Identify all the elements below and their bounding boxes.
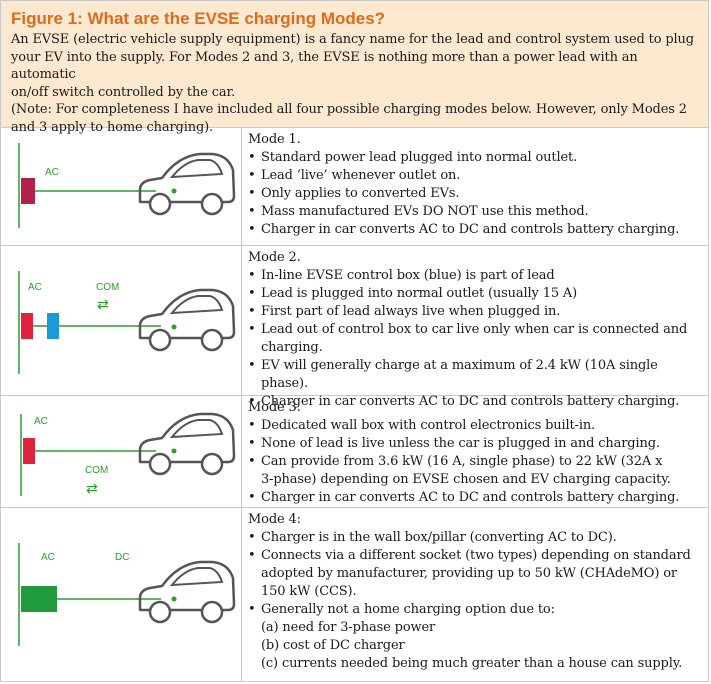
car-icon <box>138 288 236 352</box>
ac-outlet-block <box>21 313 33 339</box>
bullet-item: Connects via a different socket (two typ… <box>248 547 702 601</box>
mode-2-text: Mode 2. In-line EVSE control box (blue) … <box>248 249 702 411</box>
mode-3-bullets: Dedicated wall box with control electron… <box>248 417 702 507</box>
bullet-item: Can provide from 3.6 kW (16 A, single ph… <box>248 453 702 489</box>
mode-2-row: AC COM ⇄ Mode 2. In-line EVSE control bo… <box>1 246 708 411</box>
car-icon <box>138 412 236 476</box>
bullet-item: Standard power lead plugged into normal … <box>248 149 702 167</box>
car-icon <box>138 152 236 216</box>
dc-label: DC <box>115 552 129 563</box>
figure-title: Figure 1: What are the EVSE charging Mod… <box>11 9 386 28</box>
ac-label: AC <box>41 552 55 563</box>
mode-title: Mode 3. <box>248 400 301 415</box>
com-arrows-icon: ⇄ <box>97 297 109 313</box>
mode-title: Mode 2. <box>248 250 301 265</box>
bullet-item: Mass manufactured EVs DO NOT use this me… <box>248 203 702 221</box>
mode-4-row: AC DC Mode 4: Charger is in the wall box… <box>1 508 708 681</box>
mode-3-diagram: AC COM ⇄ <box>1 396 242 507</box>
figure-intro: An EVSE (electric vehicle supply equipme… <box>11 31 698 136</box>
com-label: COM <box>96 282 119 293</box>
bullet-item: Charger in car converts AC to DC and con… <box>248 221 702 239</box>
mode-4-bullets: Charger is in the wall box/pillar (conve… <box>248 529 702 619</box>
bullet-line: Lead out of control box to car live only… <box>261 322 688 337</box>
com-arrows-icon: ⇄ <box>86 481 98 497</box>
bullet-item: Lead is plugged into normal outlet (usua… <box>248 285 702 303</box>
bullet-line: 3-phase) depending on EVSE chosen and EV… <box>261 472 671 487</box>
bullet-line: Connects via a different socket (two typ… <box>261 548 691 563</box>
dc-charger-block <box>21 586 57 612</box>
bullet-item: First part of lead always live when plug… <box>248 303 702 321</box>
ac-label: AC <box>28 282 42 293</box>
intro-line: (Note: For completeness I have included … <box>11 102 687 117</box>
bullet-line: Can provide from 3.6 kW (16 A, single ph… <box>261 454 663 469</box>
intro-line: your EV into the supply. For Modes 2 and… <box>11 49 638 83</box>
bullet-line: adopted by manufacturer, providing up to… <box>261 566 677 581</box>
mode-3-row: AC COM ⇄ Mode 3. Dedicated wall box with… <box>1 396 708 508</box>
mode-title: Mode 1. <box>248 132 301 147</box>
mode-3-text: Mode 3. Dedicated wall box with control … <box>248 399 702 507</box>
car-icon <box>138 560 236 624</box>
intro-line: An EVSE (electric vehicle supply equipme… <box>11 32 694 47</box>
mode-1-text: Mode 1. Standard power lead plugged into… <box>248 131 702 239</box>
bullet-item: Charger is in the wall box/pillar (conve… <box>248 529 702 547</box>
bullet-item: Dedicated wall box with control electron… <box>248 417 702 435</box>
ac-label: AC <box>45 167 59 178</box>
com-label: COM <box>85 465 108 476</box>
mode-title: Mode 4: <box>248 512 301 527</box>
bullet-item: EV will generally charge at a maximum of… <box>248 357 702 393</box>
sub-item: (a) need for 3-phase power <box>261 620 436 635</box>
intro-line: and 3 apply to home charging). <box>11 119 214 135</box>
figure-header: Figure 1: What are the EVSE charging Mod… <box>1 1 708 135</box>
mode-1-bullets: Standard power lead plugged into normal … <box>248 149 702 239</box>
ac-outlet-block <box>21 178 35 204</box>
bullet-item: In-line EVSE control box (blue) is part … <box>248 267 702 285</box>
mode-1-row: AC Mode 1. Standard power lead plugged i… <box>1 128 708 246</box>
mode-2-bullets: In-line EVSE control box (blue) is part … <box>248 267 702 411</box>
bullet-item: Lead ‘live’ whenever outlet on. <box>248 167 702 185</box>
intro-line: on/off switch controlled by the car. <box>11 84 236 100</box>
mode-1-diagram: AC <box>1 128 242 245</box>
wall-box-block <box>23 438 35 464</box>
sub-item: (b) cost of DC charger <box>261 638 405 653</box>
mode-4-text: Mode 4: Charger is in the wall box/pilla… <box>248 511 702 673</box>
mode-4-diagram: AC DC <box>1 508 242 681</box>
bullet-item: None of lead is live unless the car is p… <box>248 435 702 453</box>
bullet-item: Only applies to converted EVs. <box>248 185 702 203</box>
bullet-line: charging. <box>261 340 323 355</box>
bullet-item: Lead out of control box to car live only… <box>248 321 702 357</box>
mode-2-diagram: AC COM ⇄ <box>1 246 242 395</box>
bullet-item: Generally not a home charging option due… <box>248 601 702 619</box>
sub-item: (c) currents needed being much greater t… <box>261 656 683 671</box>
bullet-item: Charger in car converts AC to DC and con… <box>248 393 702 411</box>
ac-label: AC <box>34 416 48 427</box>
bullet-line: 150 kW (CCS). <box>261 584 357 599</box>
bullet-item: Charger in car converts AC to DC and con… <box>248 489 702 507</box>
evse-control-box <box>47 313 59 339</box>
